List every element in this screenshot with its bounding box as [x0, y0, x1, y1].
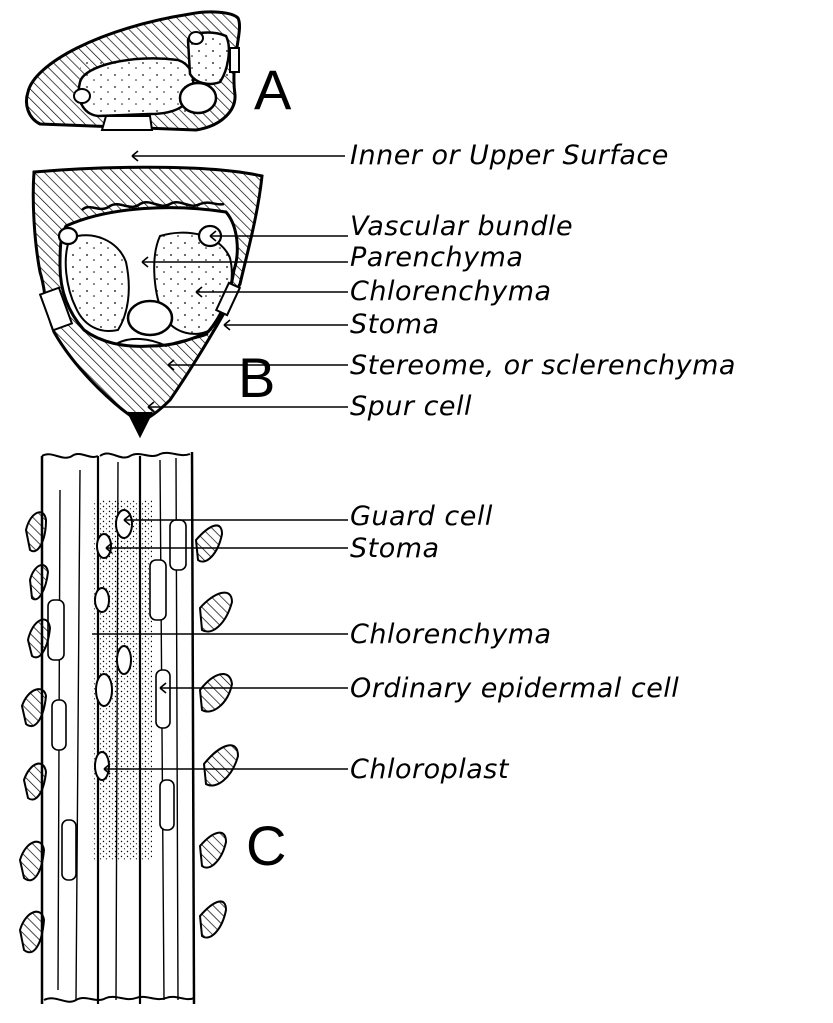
label-inner-upper-surface: Inner or Upper Surface [350, 141, 669, 171]
label-spur-cell: Spur cell [350, 392, 472, 422]
section-c [20, 450, 238, 1007]
label-chlorenchyma-c: Chlorenchyma [350, 620, 552, 650]
label-chloroplast: Chloroplast [350, 755, 509, 785]
figure-letter-c: C [246, 818, 286, 874]
label-stoma-b: Stoma [350, 310, 440, 340]
b-vascular-left [59, 228, 77, 244]
label-stoma-c: Stoma [350, 534, 440, 564]
label-stereome: Stereome, or sclerenchyma [350, 351, 736, 381]
c-spur-cells-right [196, 525, 238, 937]
b-vascular-central [128, 301, 172, 335]
label-guard-cell: Guard cell [350, 502, 493, 532]
section-b [33, 167, 262, 436]
label-vascular-bundle: Vascular bundle [350, 212, 573, 242]
label-ordinary-epidermal-cell: Ordinary epidermal cell [350, 674, 679, 704]
a-stoma-gap [230, 48, 239, 72]
label-parenchyma: Parenchyma [350, 243, 523, 273]
a-vascular-bundle [180, 83, 216, 113]
section-a [27, 12, 240, 130]
figure-letter-b: B [238, 350, 275, 406]
figure-letter-a: A [254, 62, 291, 118]
label-chlorenchyma-b: Chlorenchyma [350, 277, 552, 307]
b-spur-cell [128, 412, 152, 436]
